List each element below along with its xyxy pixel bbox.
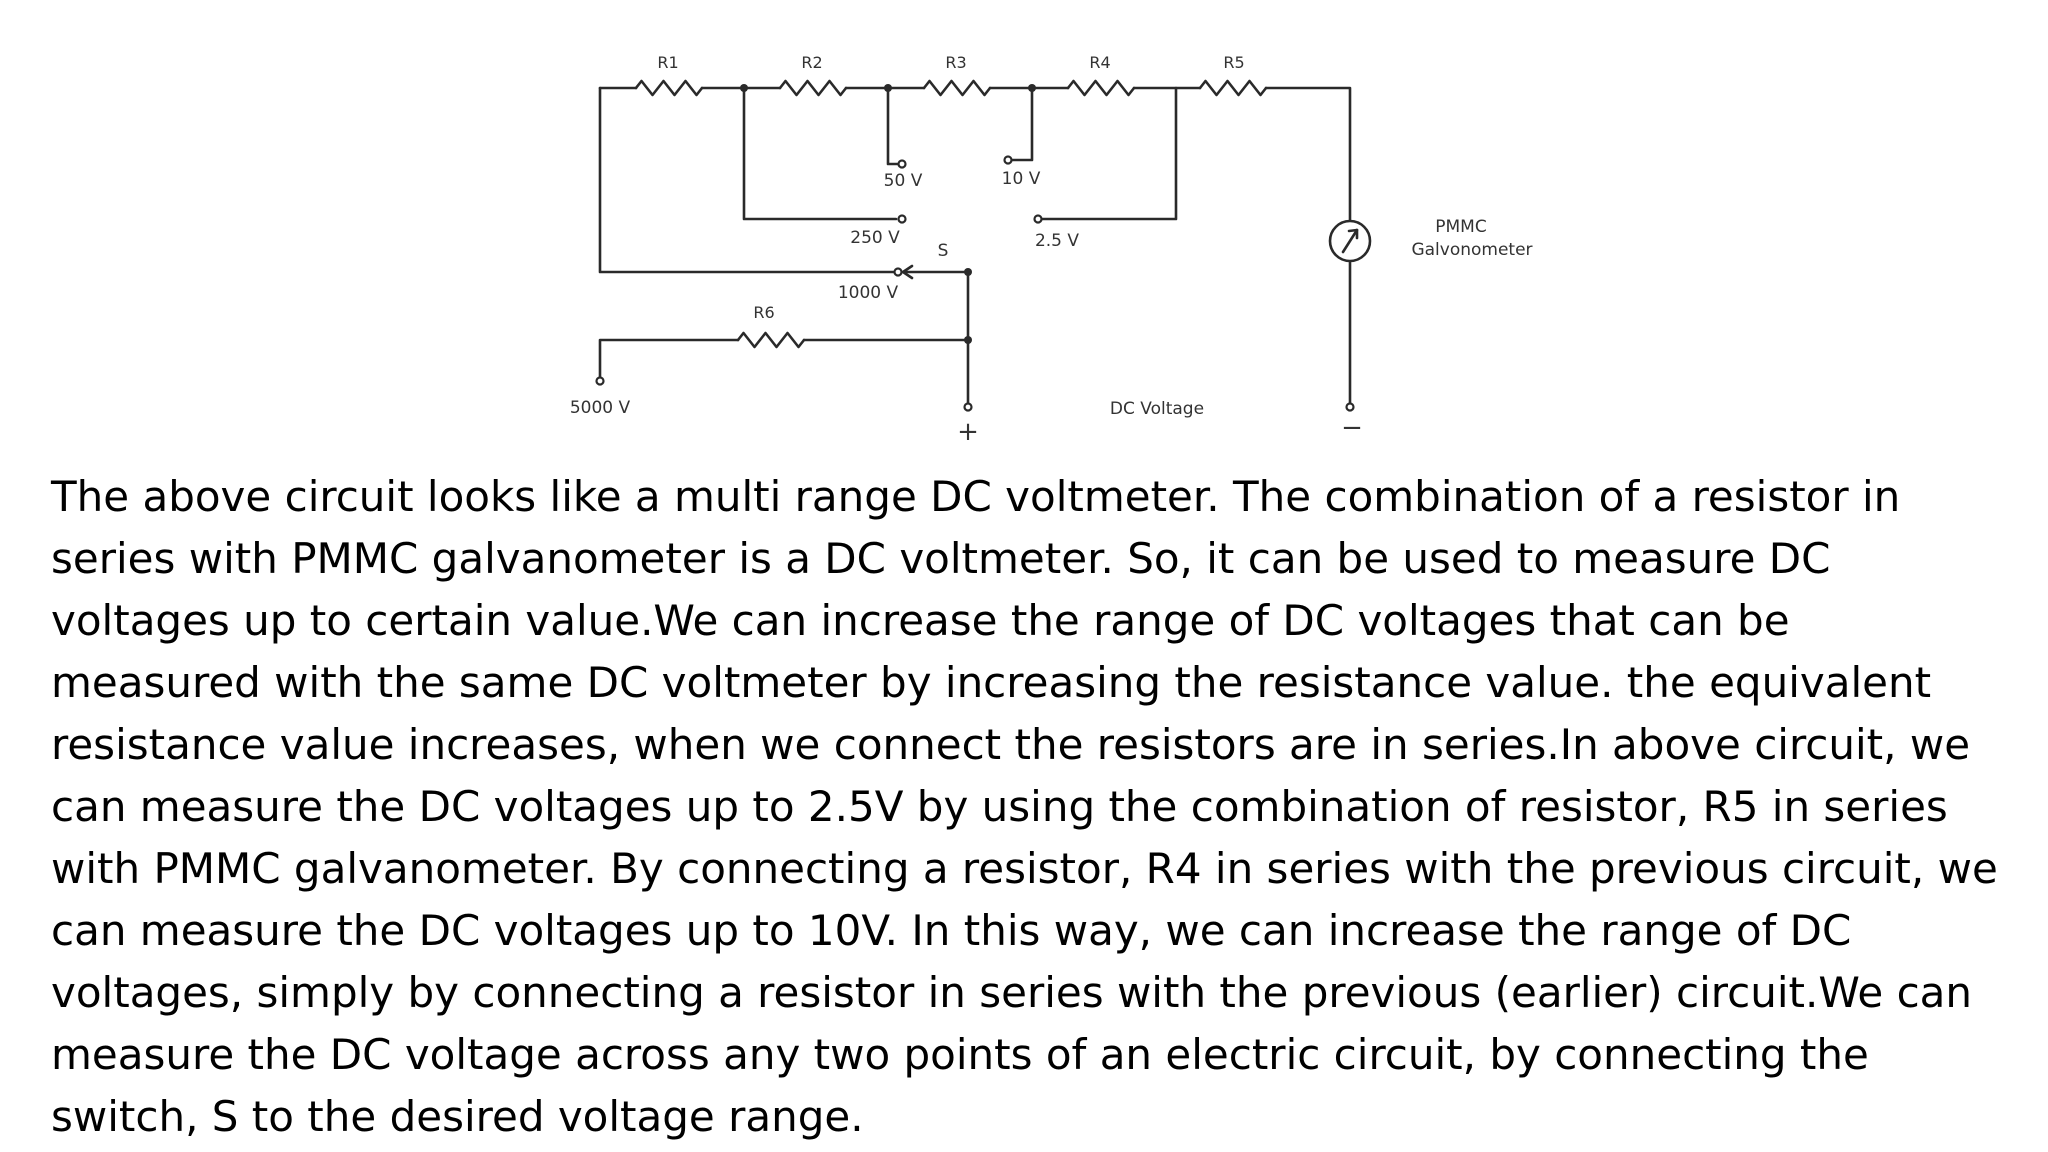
resistor-r1 bbox=[634, 79, 704, 97]
terminal-5000v[interactable] bbox=[595, 376, 605, 386]
r6-label: R6 bbox=[753, 303, 774, 322]
tap-250v-wire bbox=[742, 86, 898, 221]
tap-10v-wire bbox=[1008, 86, 1034, 162]
label-5000v: 5000 V bbox=[570, 398, 631, 418]
r3-label: R3 bbox=[945, 53, 966, 72]
galvanometer-needle bbox=[1341, 228, 1359, 254]
label-10v: 10 V bbox=[1002, 169, 1041, 189]
terminal-1000v[interactable] bbox=[893, 267, 903, 277]
label-1000v: 1000 V bbox=[838, 283, 899, 303]
r2-label: R2 bbox=[801, 53, 822, 72]
positive-sign: + bbox=[957, 417, 979, 447]
switch-s-label: S bbox=[938, 241, 949, 261]
terminal-250v[interactable] bbox=[897, 214, 907, 224]
label-250v: 250 V bbox=[850, 228, 900, 248]
tap-50v-wire bbox=[886, 86, 902, 166]
multi-range-voltmeter-circuit-diagram: R1 R2 R3 R4 R5 50 V 10 V 250 V 2.5 V 100… bbox=[570, 53, 1533, 447]
galvanometer-needle-tip bbox=[1347, 228, 1359, 240]
r4-label: R4 bbox=[1089, 53, 1110, 72]
resistor-r5 bbox=[1198, 79, 1268, 97]
terminal-negative[interactable] bbox=[1345, 402, 1355, 412]
pmmc-label: PMMC bbox=[1435, 217, 1486, 237]
label-2-5v: 2.5 V bbox=[1035, 231, 1079, 251]
terminal-50v[interactable] bbox=[897, 159, 907, 169]
terminal-2-5v[interactable] bbox=[1033, 214, 1043, 224]
terminal-positive[interactable] bbox=[963, 402, 973, 412]
r6-wire bbox=[598, 338, 970, 379]
r5-label: R5 bbox=[1223, 53, 1244, 72]
galvanometer-label: Galvonometer bbox=[1411, 240, 1532, 260]
explanation-paragraph: The above circuit looks like a multi ran… bbox=[51, 472, 1998, 1141]
resistor-r6 bbox=[736, 331, 806, 349]
terminal-10v[interactable] bbox=[1003, 155, 1013, 165]
selector-switch-arrowhead bbox=[901, 264, 914, 280]
dc-voltage-label: DC Voltage bbox=[1110, 399, 1204, 419]
tap-1000v-wire bbox=[598, 86, 898, 274]
resistor-r3 bbox=[922, 79, 992, 97]
label-50v: 50 V bbox=[884, 171, 923, 191]
r1-label: R1 bbox=[657, 53, 678, 72]
top-wire bbox=[598, 86, 1352, 405]
resistor-r4 bbox=[1066, 79, 1136, 97]
junction-switch bbox=[964, 268, 972, 276]
resistor-r2 bbox=[778, 79, 848, 97]
tap-2-5v-wire bbox=[1038, 86, 1178, 221]
negative-sign: − bbox=[1341, 413, 1363, 443]
